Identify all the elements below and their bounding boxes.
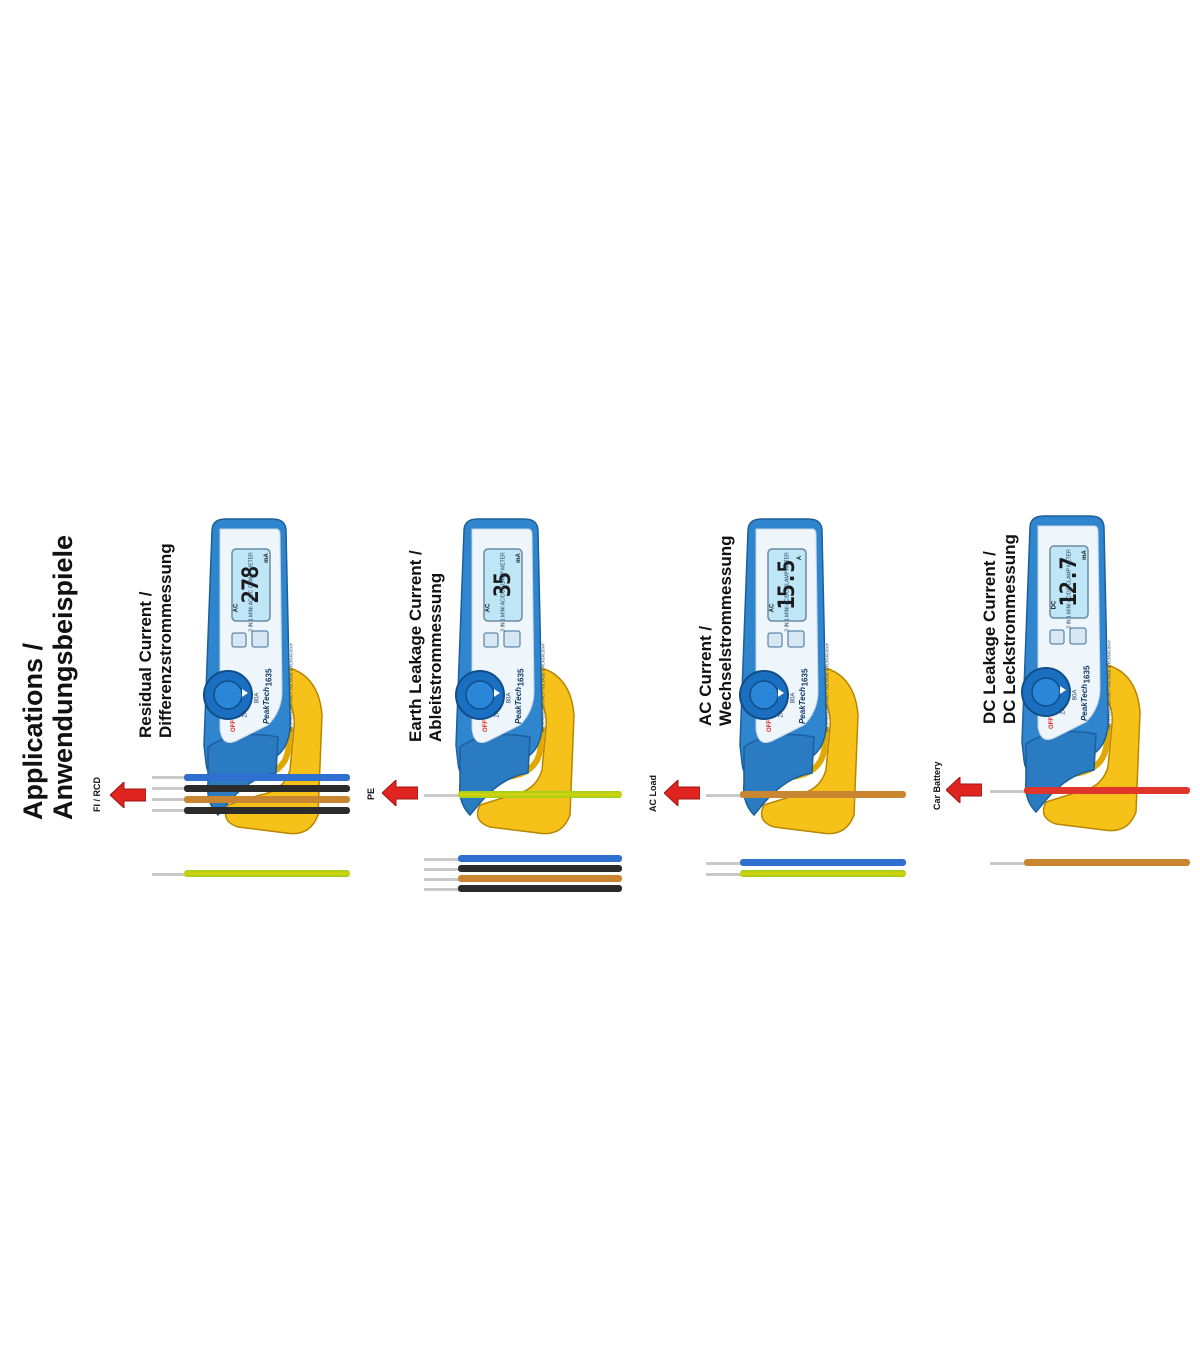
wire-black — [458, 885, 622, 892]
wire-tip — [990, 790, 1026, 793]
source-label-pe: PE — [366, 787, 376, 800]
range-off-label: OFF — [231, 720, 237, 732]
wire-yellow-green — [740, 870, 906, 877]
wire-tip — [424, 868, 460, 871]
wire-red — [1024, 787, 1190, 794]
model-number: 1635 — [800, 668, 810, 687]
lcd-unit: A — [797, 555, 804, 561]
model-number: 1635 — [1082, 665, 1092, 684]
wire-brown — [184, 796, 350, 803]
wire-brown — [458, 875, 622, 882]
wire-tip — [424, 888, 460, 891]
range-off-label: OFF — [1049, 717, 1055, 729]
application-title-en: Earth Leakage Current / — [406, 550, 425, 742]
source-label-fi-rcd: FI / RCD — [92, 777, 102, 812]
wire-yellow-green — [458, 791, 622, 798]
range-off-label: OFF — [767, 720, 773, 732]
wire-tip — [152, 776, 186, 779]
wire-tip — [424, 794, 460, 797]
lcd-unit: mA — [1081, 550, 1088, 560]
wire-blue — [740, 859, 906, 866]
wire-brown — [1024, 859, 1190, 866]
wire-tip — [706, 873, 742, 876]
meter-label-bottom: WITH NON-CONTACT VOLTAGE & FLASHLIGHT — [824, 642, 830, 733]
brand-logo: PeakTech — [1080, 683, 1090, 722]
page-title-en: Applications / — [18, 642, 48, 820]
arrow-left-icon — [382, 780, 418, 806]
application-title-de: Differenzstrommessung — [156, 543, 175, 738]
wire-tip — [706, 862, 742, 865]
application-title-en: Residual Current / — [136, 591, 155, 738]
meter-label-bottom: WITH NON-CONTACT VOLTAGE & FLASHLIGHT — [288, 642, 294, 733]
application-title-de: Wechselstrommessung — [716, 535, 735, 726]
wire-yellow-green — [184, 870, 350, 877]
brand-logo: PeakTech — [514, 686, 524, 725]
lcd-mode: DC — [1051, 600, 1058, 610]
wire-blue — [184, 774, 350, 781]
wire-black — [184, 785, 350, 792]
brand-logo: PeakTech — [798, 686, 808, 725]
range-2a-label: 2A — [1060, 707, 1067, 715]
page-title-de: Anwendungsbeispiele — [48, 534, 78, 820]
wire-tip — [152, 873, 186, 876]
application-title-de: Ableitstrommessung — [426, 572, 445, 742]
wire-tip — [424, 878, 460, 881]
wire-brown — [740, 791, 906, 798]
arrow-left-icon — [946, 777, 982, 803]
wire-tip — [152, 787, 186, 790]
range-2a-label: 2A — [242, 710, 249, 718]
model-number: 1635 — [516, 668, 526, 687]
range-80a-label: 80A — [790, 692, 797, 704]
lcd-mode: AC — [233, 603, 240, 613]
meter-label-top: 3 IN 1 MINI AC/DC CLAMP METER — [784, 552, 791, 632]
range-2a-label: 2A — [494, 710, 501, 718]
lcd-mode: AC — [485, 603, 492, 613]
application-title-ac-current: AC Current / Wechselstrommessung — [696, 535, 736, 726]
meter-label-top: 3 IN 1 MINI AC/DC CLAMP METER — [500, 552, 507, 632]
range-80a-label: 80A — [506, 692, 513, 704]
application-title-en: DC Leakage Current / — [980, 551, 999, 724]
wire-black — [184, 807, 350, 814]
wire-tip — [424, 858, 460, 861]
meter-label-bottom: WITH NON-CONTACT VOLTAGE & FLASHLIGHT — [1106, 639, 1112, 730]
wire-tip — [706, 794, 742, 797]
meter-label-bottom: WITH NON-CONTACT VOLTAGE & FLASHLIGHT — [540, 642, 546, 733]
range-80a-label: 80A — [1072, 689, 1079, 701]
lcd-unit: mA — [263, 553, 270, 563]
range-2a-label: 2A — [778, 710, 785, 718]
arrow-left-icon — [664, 780, 700, 806]
range-off-label: OFF — [483, 720, 489, 732]
range-80a-label: 80A — [254, 692, 261, 704]
lcd-mode: AC — [769, 603, 776, 613]
wire-tip — [990, 862, 1026, 865]
source-label-ac-load: AC Load — [648, 775, 658, 812]
wire-black — [458, 865, 622, 872]
lcd-unit: mA — [515, 553, 522, 563]
application-title-residual: Residual Current / Differenzstrommessung — [136, 543, 176, 738]
brand-logo: PeakTech — [262, 686, 272, 725]
arrow-left-icon — [110, 782, 146, 808]
model-number: 1635 — [264, 668, 274, 687]
application-title-earth-leakage: Earth Leakage Current / Ableitstrommessu… — [406, 550, 446, 742]
meter-label-top: 3 IN 1 MINI AC/DC CLAMP METER — [1066, 549, 1073, 629]
wire-tip — [152, 809, 186, 812]
application-title-en: AC Current / — [696, 625, 715, 726]
page-title: Applications / Anwendungsbeispiele — [18, 535, 78, 820]
meter-label-top: 3 IN 1 MINI AC/DC CLAMP METER — [248, 552, 255, 632]
source-label-car-battery: Car Battery — [932, 761, 942, 810]
application-title-dc-leakage: DC Leakage Current / DC Leckstrommessung — [980, 534, 1020, 724]
wire-blue — [458, 855, 622, 862]
wire-tip — [152, 798, 186, 801]
